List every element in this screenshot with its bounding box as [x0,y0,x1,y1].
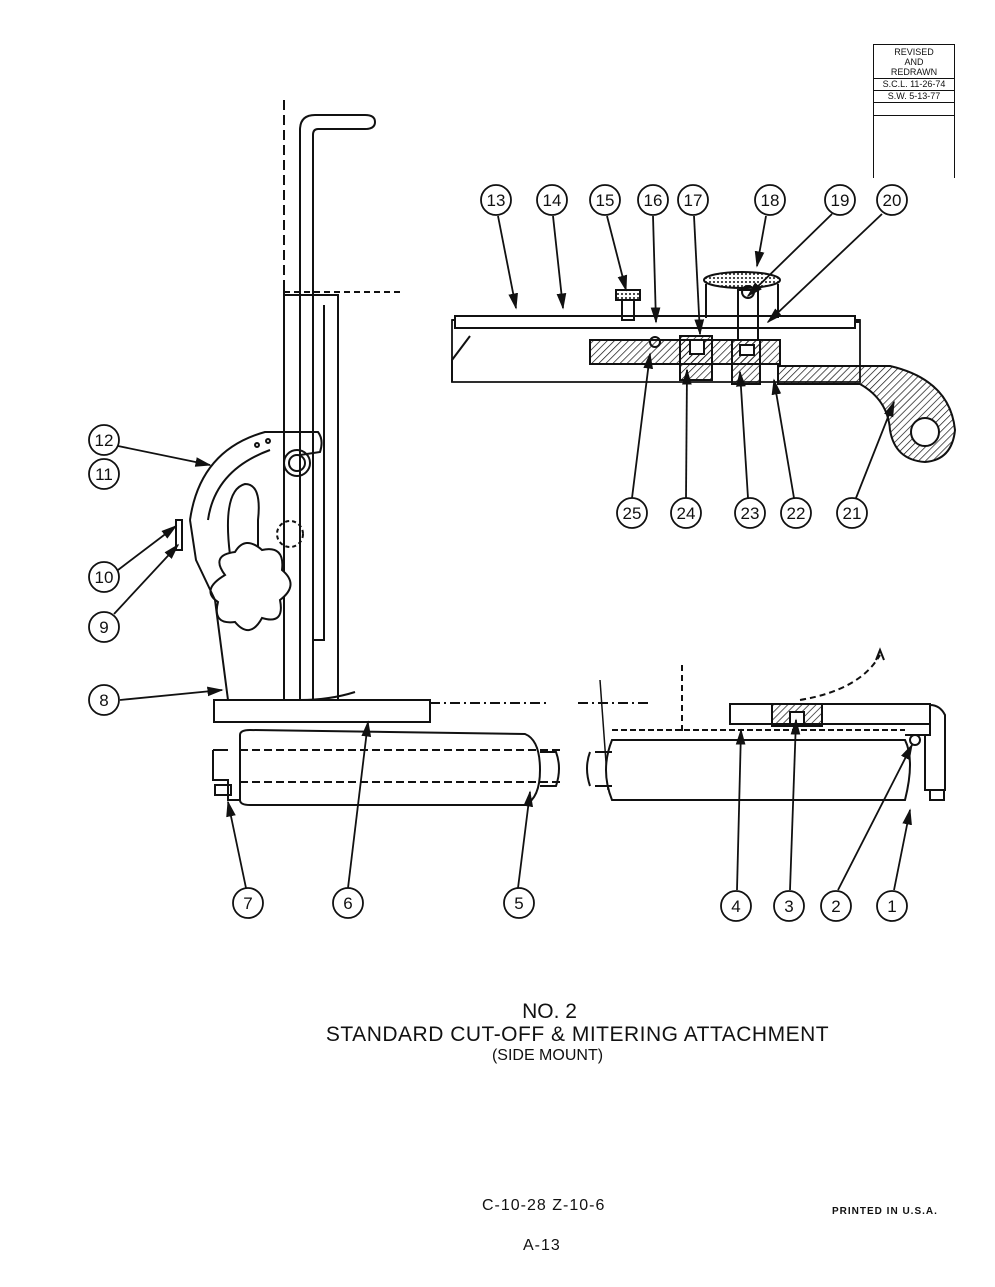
callout-21: 21 [836,497,868,529]
revision-row: S.W. 5-13-77 [874,91,954,103]
callout-2: 2 [820,890,852,922]
svg-text:3: 3 [784,897,793,916]
callout-24: 24 [670,497,702,529]
drawing-subtitle: (SIDE MOUNT) [491,1047,604,1064]
revision-header: REVISED AND REDRAWN [874,45,954,79]
svg-text:4: 4 [731,897,740,916]
svg-text:9: 9 [99,618,108,637]
revision-row: S.C.L. 11-26-74 [874,79,954,91]
left-assembly [175,100,560,806]
svg-text:18: 18 [761,191,780,210]
svg-text:20: 20 [883,191,902,210]
callout-3: 3 [773,890,805,922]
svg-text:8: 8 [99,691,108,710]
callout-13: 13 [480,184,512,216]
callout-7: 7 [232,887,264,919]
svg-text:21: 21 [843,504,862,523]
callout-14: 14 [536,184,568,216]
svg-text:1: 1 [887,897,896,916]
revision-row-blank [874,103,954,116]
callout-20: 20 [876,184,908,216]
svg-text:6: 6 [343,894,352,913]
svg-text:16: 16 [644,191,663,210]
svg-text:7: 7 [243,894,252,913]
drawing-number: NO. 2 [522,1000,577,1023]
svg-text:24: 24 [677,504,696,523]
callout-circles: 13 14 15 16 17 18 19 20 12 11 10 9 8 25 … [88,184,908,922]
top-right-assembly [451,271,957,464]
callout-17: 17 [677,184,709,216]
callout-19: 19 [824,184,856,216]
svg-text:17: 17 [684,191,703,210]
svg-text:5: 5 [514,894,523,913]
svg-text:22: 22 [787,504,806,523]
revision-block: REVISED AND REDRAWN S.C.L. 11-26-74 S.W.… [873,44,955,178]
svg-text:25: 25 [623,504,642,523]
callout-23: 23 [734,497,766,529]
callout-6: 6 [332,887,364,919]
drawing-code: C-10-28 Z-10-6 [482,1197,606,1214]
callout-8: 8 [88,684,120,716]
leader-arrows [113,213,913,891]
svg-text:12: 12 [95,431,114,450]
svg-text:13: 13 [487,191,506,210]
callout-12: 12 [88,424,120,456]
drawing-title: STANDARD CUT-OFF & MITERING ATTACHMENT [325,1023,830,1046]
callout-9: 9 [88,611,120,643]
callout-10: 10 [88,561,120,593]
callout-25: 25 [616,497,648,529]
callout-15: 15 [589,184,621,216]
callout-18: 18 [754,184,786,216]
callout-1: 1 [876,890,908,922]
page-number: A-13 [523,1237,561,1254]
svg-text:14: 14 [543,191,562,210]
svg-text:11: 11 [95,465,113,484]
bottom-right-assembly [578,647,946,801]
printed-note: PRINTED IN U.S.A. [832,1206,938,1217]
svg-text:15: 15 [596,191,615,210]
callout-5: 5 [503,887,535,919]
svg-text:10: 10 [95,568,114,587]
svg-text:23: 23 [741,504,760,523]
callout-16: 16 [637,184,669,216]
svg-text:19: 19 [831,191,850,210]
svg-text:2: 2 [831,897,840,916]
callout-22: 22 [780,497,812,529]
callout-11: 11 [88,458,120,490]
callout-4: 4 [720,890,752,922]
